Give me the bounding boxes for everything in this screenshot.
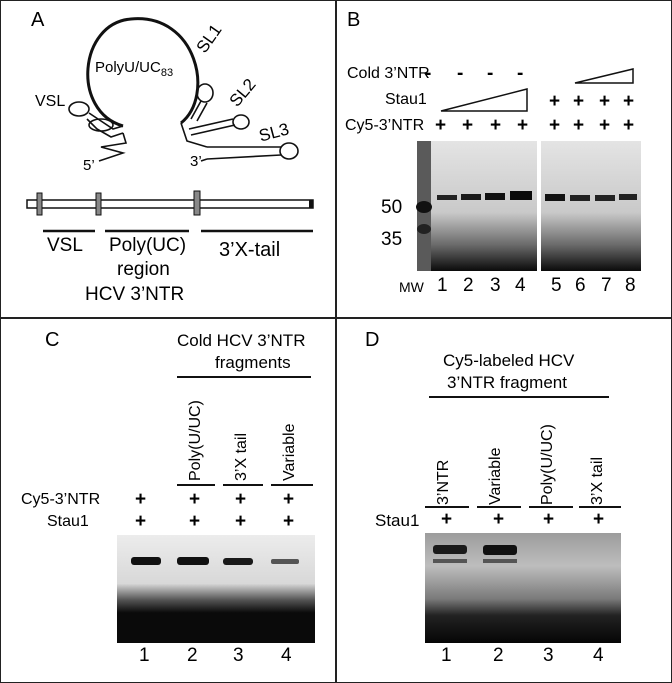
lane-c-3: 3 <box>233 645 244 666</box>
stau-plus-d-1: + <box>441 509 453 530</box>
panel-c: C Cold HCV 3’NTR fragments Poly(U/UC) 3’… <box>0 318 336 683</box>
cy5-plus-1: + <box>435 115 447 136</box>
marker-50: 50 <box>381 197 403 218</box>
cy5-plus-c-3: + <box>235 489 247 510</box>
hcv-3ntr-label: HCV 3’NTR <box>85 284 185 305</box>
bar-vsl-label: VSL <box>47 235 83 256</box>
cy5-row-label: Cy5-3’NTR <box>345 117 425 134</box>
panel-d-header-line2: 3’NTR fragment <box>447 373 567 392</box>
lane-b-3: 3 <box>490 275 501 296</box>
cy5-row-label-c: Cy5-3’NTR <box>21 491 101 508</box>
cold-minus-4: - <box>517 63 524 84</box>
marker-35: 35 <box>381 229 403 250</box>
polyu-label: PolyU/UC83 <box>95 59 173 79</box>
col-c-polyuuc: Poly(U/UC) <box>187 400 204 481</box>
lane-b-8: 8 <box>625 275 636 296</box>
stau1-row-label-c: Stau1 <box>47 513 89 530</box>
lane-c-2: 2 <box>187 645 198 666</box>
cold-minus-2: - <box>457 63 464 84</box>
panel-a: A PolyU/UC83 SL1 SL2 SL3 <box>0 0 336 318</box>
col-d-3x-tail: 3’X tail <box>589 456 606 505</box>
stau1-row-label: Stau1 <box>385 91 427 108</box>
lane-c-4: 4 <box>281 645 292 666</box>
col-c-3x-tail: 3’X tail <box>233 432 250 481</box>
polyu-subscript: 83 <box>160 67 174 79</box>
lane-d-1: 1 <box>441 645 452 666</box>
cy5-plus-c-4: + <box>283 489 295 510</box>
col-d-variable: Variable <box>487 447 504 505</box>
stau-plus-8: + <box>623 91 635 112</box>
panel-a-label: A <box>31 9 45 31</box>
panel-b: B Cold 3’NTR Stau1 Cy5-3’NTR - - - - + +… <box>336 0 672 318</box>
cy5-plus-4: + <box>517 115 529 136</box>
gel-d <box>425 396 621 643</box>
lane-d-4: 4 <box>593 645 604 666</box>
stau-plus-c-2: + <box>189 511 201 532</box>
panel-d-header-line1: Cy5-labeled HCV <box>443 351 575 370</box>
cold-minus-1: - <box>425 63 432 84</box>
stau-plus-d-2: + <box>493 509 505 530</box>
stau-plus-d-4: + <box>593 509 605 530</box>
vsl-label: VSL <box>35 93 66 110</box>
gel-c <box>117 376 315 643</box>
lane-b-4: 4 <box>515 275 526 296</box>
cold-minus-3: - <box>487 63 494 84</box>
panel-c-header-line2: fragments <box>215 353 291 372</box>
polyu-text: PolyU/UC <box>95 59 161 76</box>
cy5-plus-6: + <box>573 115 585 136</box>
mw-label: MW <box>399 279 424 295</box>
stau-plus-7: + <box>599 91 611 112</box>
five-prime-label: 5’ <box>83 157 95 174</box>
panel-c-header-line1: Cold HCV 3’NTR <box>177 331 306 350</box>
panel-b-label: B <box>347 9 361 31</box>
stau-plus-c-3: + <box>235 511 247 532</box>
bar-region-label: region <box>117 259 170 280</box>
three-prime-label: 3’ <box>190 153 202 170</box>
stau-plus-d-3: + <box>543 509 555 530</box>
bar-xtail-label: 3’X-tail <box>219 239 281 261</box>
lane-b-2: 2 <box>463 275 474 296</box>
panel-d: D Cy5-labeled HCV 3’NTR fragment 3’NTR V… <box>336 318 672 683</box>
cy5-plus-2: + <box>462 115 474 136</box>
gel-b <box>416 68 641 271</box>
stau-plus-5: + <box>549 91 561 112</box>
lane-b-5: 5 <box>551 275 562 296</box>
stau-plus-c-1: + <box>135 511 147 532</box>
lane-d-3: 3 <box>543 645 554 666</box>
bar-polyuc-label: Poly(UC) <box>109 235 187 256</box>
panel-c-label: C <box>45 329 60 351</box>
lane-c-1: 1 <box>139 645 150 666</box>
lane-b-1: 1 <box>437 275 448 296</box>
stau-plus-c-4: + <box>283 511 295 532</box>
lane-b-6: 6 <box>575 275 586 296</box>
col-c-variable: Variable <box>281 423 298 481</box>
cy5-plus-8: + <box>623 115 635 136</box>
stau1-row-label-d: Stau1 <box>375 511 420 530</box>
lane-b-7: 7 <box>601 275 612 296</box>
cy5-plus-c-2: + <box>189 489 201 510</box>
cy5-plus-c-1: + <box>135 489 147 510</box>
stau-plus-6: + <box>573 91 585 112</box>
cy5-plus-7: + <box>599 115 611 136</box>
col-d-3ntr: 3’NTR <box>435 459 452 505</box>
rna-structure-diagram <box>26 17 314 233</box>
cy5-plus-5: + <box>549 115 561 136</box>
cy5-plus-3: + <box>490 115 502 136</box>
cold-3ntr-row-label: Cold 3’NTR <box>347 65 430 82</box>
panel-d-label: D <box>365 329 380 351</box>
col-d-polyuuc: Poly(U/UC) <box>539 424 556 505</box>
lane-d-2: 2 <box>493 645 504 666</box>
